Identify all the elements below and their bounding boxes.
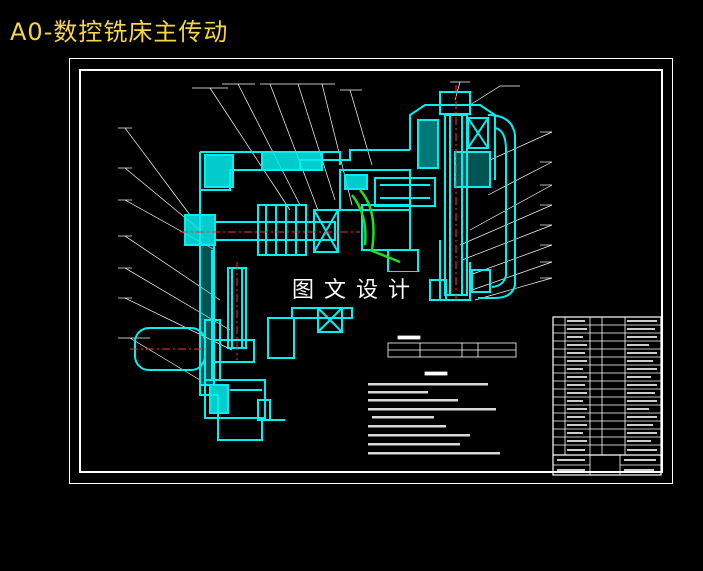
leader-lines — [118, 81, 553, 381]
center-lines — [130, 85, 457, 360]
bevel-gear-highlight — [351, 189, 401, 264]
parts-list-table — [552, 316, 662, 476]
drawing-frame-border — [79, 69, 663, 473]
main-housing — [134, 91, 516, 441]
drawing-sheet-outer-border — [69, 58, 673, 484]
drawing-title: A0-数控铣床主传动 — [10, 18, 229, 46]
watermark-text: 图文设计 — [290, 272, 423, 304]
parameter-table — [387, 335, 517, 376]
technical-notes — [368, 383, 500, 455]
parts-list-entries — [557, 320, 657, 471]
